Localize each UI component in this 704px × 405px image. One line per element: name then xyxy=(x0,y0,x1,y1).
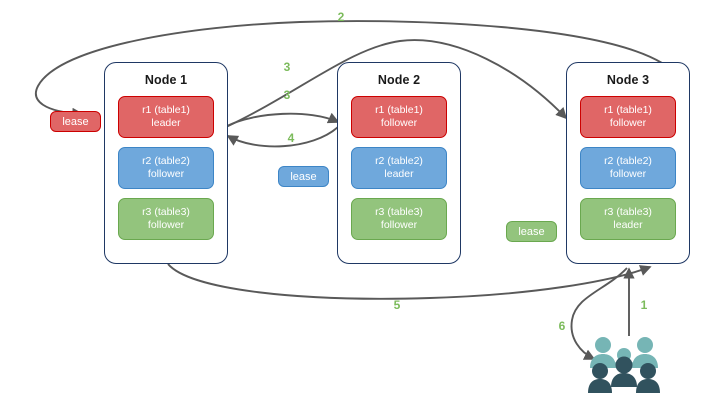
replica-role: follower xyxy=(147,219,185,231)
edge-label-1: 1 xyxy=(640,298,648,312)
replica-role: leader xyxy=(613,219,643,231)
replica-role: follower xyxy=(609,117,647,129)
node-2-title: Node 2 xyxy=(377,73,421,87)
replica-name: r1 (table1) xyxy=(375,104,423,116)
replica-role: follower xyxy=(380,117,418,129)
replica-name: r3 (table3) xyxy=(142,206,190,218)
edge-label-3-lower: 3 xyxy=(283,88,291,102)
edge-label-5: 5 xyxy=(393,298,401,312)
edge-label-4: 4 xyxy=(287,131,295,145)
replica-name: r2 (table2) xyxy=(375,155,423,167)
edge-label-6: 6 xyxy=(558,319,566,333)
replica-name: r3 (table3) xyxy=(604,206,652,218)
node-3[interactable]: Node 3 r1 (table1) follower r2 (table2) … xyxy=(566,62,690,264)
node-2[interactable]: Node 2 r1 (table1) follower r2 (table2) … xyxy=(337,62,461,264)
replica-role: leader xyxy=(384,168,414,180)
replica-name: r1 (table1) xyxy=(142,104,190,116)
node-1-replica-r3[interactable]: r3 (table3) follower xyxy=(118,198,214,240)
node-3-title: Node 3 xyxy=(606,73,650,87)
node-3-replica-r1[interactable]: r1 (table1) follower xyxy=(580,96,676,138)
node-3-replica-r3[interactable]: r3 (table3) leader xyxy=(580,198,676,240)
node-2-replica-r2[interactable]: r2 (table2) leader xyxy=(351,147,447,189)
replica-role: follower xyxy=(380,219,418,231)
node-2-replica-r3[interactable]: r3 (table3) follower xyxy=(351,198,447,240)
lease-badge-green[interactable]: lease xyxy=(506,221,557,242)
edge-label-3-upper: 3 xyxy=(283,60,291,74)
people-icon xyxy=(588,335,660,393)
lease-badge-red[interactable]: lease xyxy=(50,111,101,132)
replica-name: r2 (table2) xyxy=(604,155,652,167)
replica-name: r2 (table2) xyxy=(142,155,190,167)
replica-name: r1 (table1) xyxy=(604,104,652,116)
edge-label-2: 2 xyxy=(337,10,345,24)
node-3-replica-r2[interactable]: r2 (table2) follower xyxy=(580,147,676,189)
node-1[interactable]: Node 1 r1 (table1) leader r2 (table2) fo… xyxy=(104,62,228,264)
node-2-replica-r1[interactable]: r1 (table1) follower xyxy=(351,96,447,138)
edge-3-lower-path xyxy=(226,112,340,127)
replica-name: r3 (table3) xyxy=(375,206,423,218)
replica-role: follower xyxy=(147,168,185,180)
node-1-title: Node 1 xyxy=(144,73,188,87)
edge-5-path xyxy=(167,263,652,300)
replica-role: follower xyxy=(609,168,647,180)
lease-badge-blue[interactable]: lease xyxy=(278,166,329,187)
node-1-replica-r1[interactable]: r1 (table1) leader xyxy=(118,96,214,138)
node-1-replica-r2[interactable]: r2 (table2) follower xyxy=(118,147,214,189)
replica-role: leader xyxy=(151,117,181,129)
